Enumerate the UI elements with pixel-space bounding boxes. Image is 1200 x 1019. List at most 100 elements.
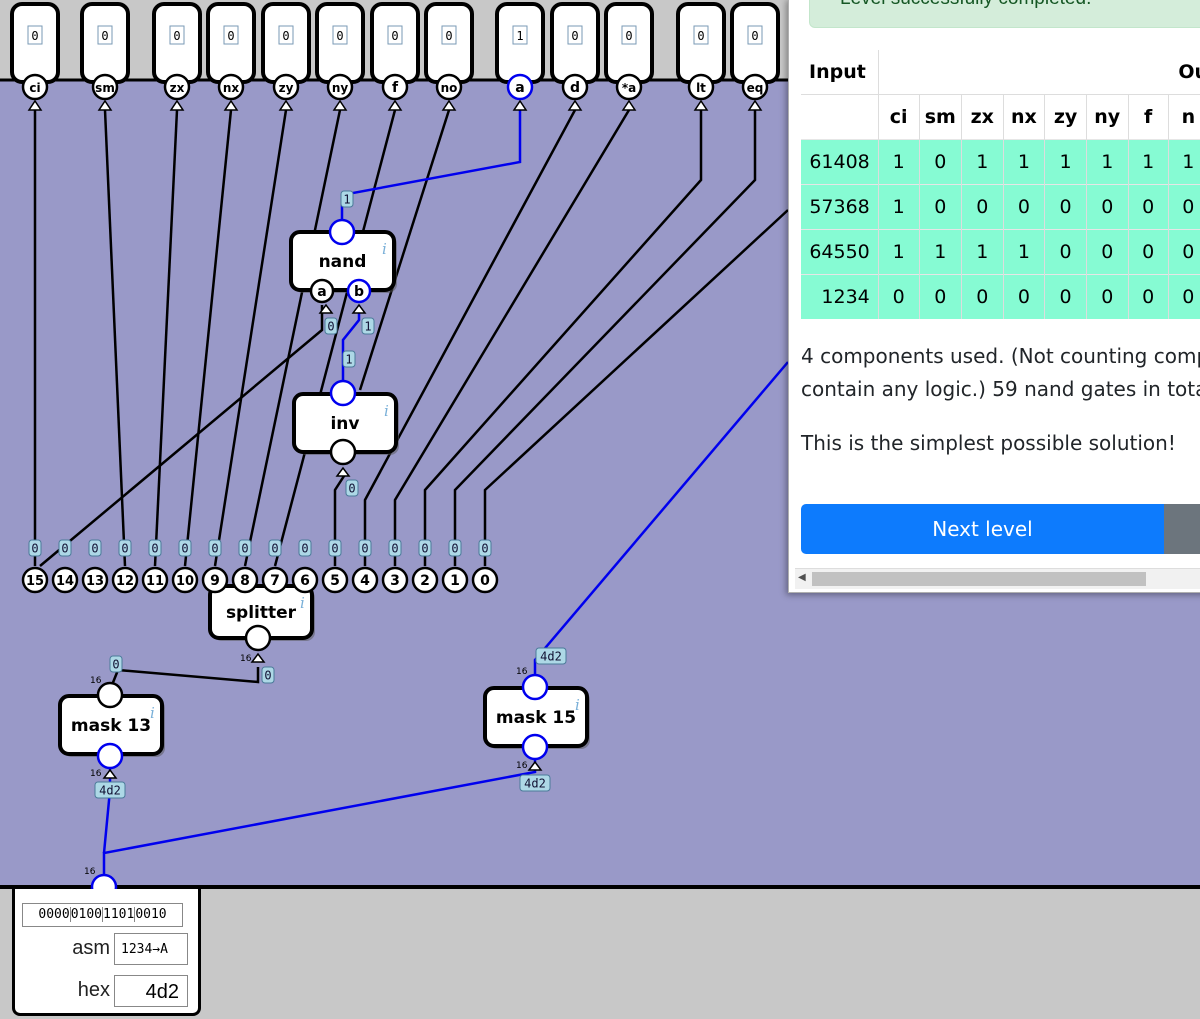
splitter-bit-7[interactable]: 7	[261, 566, 289, 594]
top-pin-sm[interactable]: 0sm	[80, 2, 130, 111]
splitter-bit-0[interactable]: 0	[471, 566, 499, 594]
arrow-icon	[351, 303, 367, 314]
splitter-bit-6[interactable]: 6	[291, 566, 319, 594]
hex-label: hex	[77, 979, 110, 1001]
splitter-bit-5[interactable]: 5	[321, 566, 349, 594]
splitter-bit-2[interactable]: 2	[411, 566, 439, 594]
inverter-output[interactable]	[329, 379, 357, 407]
splitter-bit-13[interactable]: 13	[81, 566, 109, 594]
mask-13[interactable]: mask 13i	[58, 694, 165, 757]
svg-text:7: 7	[270, 573, 280, 589]
hex-field[interactable]: 4d2	[114, 975, 188, 1007]
next-level-button[interactable]: Next level	[801, 504, 1164, 554]
top-pin-no[interactable]: 0no	[424, 2, 474, 111]
svg-text:1: 1	[343, 193, 350, 207]
scroll-left-icon[interactable]: ◀	[798, 572, 806, 583]
secondary-button[interactable]	[1164, 504, 1200, 554]
splitter-bit-14[interactable]: 14	[51, 566, 79, 594]
splitter-input-value: 0	[261, 666, 275, 684]
svg-text:0: 0	[61, 542, 68, 556]
scrollbar-thumb[interactable]	[812, 572, 1146, 586]
wire	[153, 109, 179, 567]
top-pin-lt[interactable]: 0lt	[676, 2, 726, 111]
top-pin-nx[interactable]: 0nx	[206, 2, 256, 111]
mask-15-input-value: 4d2	[535, 647, 567, 665]
svg-text:5: 5	[330, 573, 340, 589]
svg-text:1: 1	[450, 573, 460, 589]
top-pin-ny[interactable]: 0ny	[315, 2, 365, 111]
splitter-input[interactable]	[244, 624, 272, 652]
row-cell: 1	[1128, 139, 1169, 185]
top-pin-zx[interactable]: 0zx	[152, 2, 202, 111]
splitter-bit-1[interactable]: 1	[441, 566, 469, 594]
top-pin-*a[interactable]: 0*a	[604, 2, 654, 111]
inverter-input[interactable]	[329, 438, 357, 466]
splitter-bit-4[interactable]: 4	[351, 566, 379, 594]
svg-text:0: 0	[391, 542, 398, 556]
arrow-icon	[567, 99, 583, 111]
svg-text:4d2: 4d2	[524, 777, 546, 791]
svg-text:eq: eq	[747, 81, 764, 95]
top-pin-f[interactable]: 0f	[370, 2, 420, 111]
top-pin-ci[interactable]: 0ci	[10, 2, 60, 111]
nand-output-value: 1	[340, 190, 354, 208]
horizontal-scrollbar[interactable]: ◀	[795, 568, 1200, 589]
row-cell: 1	[961, 139, 1004, 185]
top-pin-d[interactable]: 0d	[550, 2, 600, 111]
svg-text:1: 1	[364, 320, 371, 334]
splitter-bit-value: 0	[298, 539, 312, 557]
arrow-icon	[97, 99, 113, 111]
splitter-bit-3[interactable]: 3	[381, 566, 409, 594]
asm-field[interactable]: 1234→A	[114, 933, 188, 965]
svg-text:3: 3	[390, 573, 400, 589]
column-header-sm: sm	[919, 94, 963, 140]
inverter-output-value: 1	[342, 350, 356, 368]
arrow-icon	[621, 99, 637, 111]
splitter-bit-11[interactable]: 11	[141, 566, 169, 594]
nand-output[interactable]	[328, 218, 356, 246]
svg-text:d: d	[570, 80, 580, 96]
column-header-ci: ci	[878, 94, 920, 140]
svg-text:inv: inv	[330, 414, 359, 434]
nand-input-b[interactable]: b	[346, 278, 372, 304]
top-pin-a[interactable]: 1a	[495, 2, 545, 111]
wire	[423, 110, 703, 566]
svg-text:16: 16	[516, 667, 528, 677]
nand-input-a[interactable]: a	[309, 278, 335, 304]
svg-text:0: 0	[481, 542, 488, 556]
mask-13-output[interactable]	[96, 742, 124, 770]
binary-display[interactable]: 0000010011010010	[22, 903, 183, 927]
info-icon: i	[382, 240, 387, 258]
splitter-bit-15[interactable]: 15	[21, 566, 49, 594]
wire	[183, 109, 233, 567]
success-alert: Level successfully completed.	[809, 0, 1200, 28]
svg-text:0: 0	[480, 573, 490, 589]
mask-15-input[interactable]	[521, 673, 549, 701]
mask-13-input[interactable]	[96, 681, 124, 709]
top-pin-eq[interactable]: 0 eq	[730, 2, 780, 111]
svg-text:0: 0	[336, 29, 343, 43]
row-cell: 1	[878, 139, 920, 185]
mask-15[interactable]: mask 15i	[483, 686, 590, 749]
svg-text:4: 4	[360, 573, 370, 589]
svg-text:1: 1	[345, 353, 352, 367]
splitter-bit-10[interactable]: 10	[171, 566, 199, 594]
mask-15-output[interactable]	[521, 733, 549, 761]
top-pin-zy[interactable]: 0zy	[261, 2, 311, 111]
svg-text:0: 0	[751, 29, 758, 43]
summary-line-1: 4 components used. (Not counting compo	[801, 344, 1200, 368]
row-cell: 1	[919, 229, 963, 275]
splitter-bit-8[interactable]: 8	[231, 566, 259, 594]
splitter-bit-12[interactable]: 12	[111, 566, 139, 594]
svg-text:0: 0	[348, 482, 355, 496]
splitter-bit-9[interactable]: 9	[201, 566, 229, 594]
svg-text:splitter: splitter	[226, 603, 297, 623]
